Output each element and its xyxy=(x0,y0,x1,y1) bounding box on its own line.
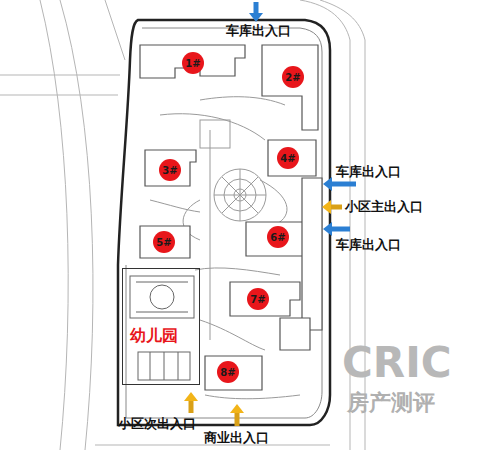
building-marker: 5# xyxy=(153,231,175,253)
building-marker: 7# xyxy=(247,288,269,310)
entrance-label: 小区主出入口 xyxy=(345,199,423,215)
building-number: 2# xyxy=(285,72,300,83)
building-marker: 4# xyxy=(277,147,299,169)
entrance-label: 车库出入口 xyxy=(336,237,401,253)
watermark: 房产测评 xyxy=(347,390,435,416)
kindergarten-zone: 幼儿园 xyxy=(122,268,200,385)
building-number: 8# xyxy=(220,367,235,378)
building-number: 3# xyxy=(162,165,177,176)
zone-name: 幼儿园 xyxy=(130,326,178,347)
entrance-label: 车库出入口 xyxy=(336,164,401,180)
building-number: 6# xyxy=(270,232,285,243)
entrance-label: 车库出入口 xyxy=(226,23,291,39)
entrance-label: 商业出入口 xyxy=(204,430,269,446)
building-number: 1# xyxy=(185,58,200,69)
building-marker: 3# xyxy=(159,159,181,181)
building-marker: 1# xyxy=(182,52,204,74)
building-marker: 2# xyxy=(282,66,304,88)
building-number: 7# xyxy=(250,294,265,305)
building-marker: 8# xyxy=(217,361,239,383)
building-number: 4# xyxy=(280,153,295,164)
entrance-label: 小区次出入口 xyxy=(118,416,196,432)
building-number: 5# xyxy=(156,237,171,248)
watermark: CRIC xyxy=(342,338,452,388)
building-marker: 6# xyxy=(267,226,289,248)
